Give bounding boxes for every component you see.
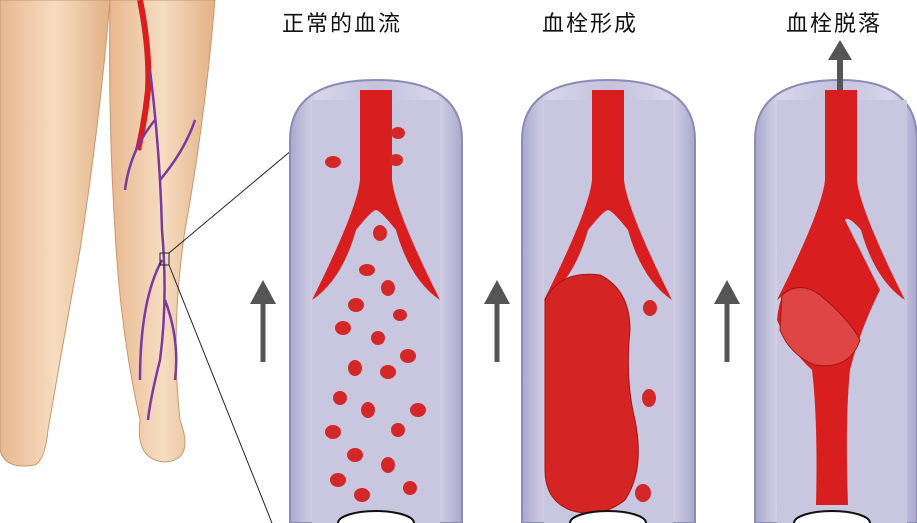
thrombus	[544, 273, 639, 514]
zoom-line-top	[168, 149, 293, 254]
up-arrow-icon	[714, 280, 740, 362]
detaching-thrombus	[779, 287, 861, 367]
red-blood-cells	[325, 127, 426, 502]
panel-thrombus-formation-vessel	[521, 78, 696, 523]
legs	[0, 0, 293, 523]
panel-thrombus-detachment-vessel	[754, 40, 917, 523]
artery	[135, 0, 152, 151]
panel-normal-vessel	[289, 78, 463, 523]
label-normal-blood-flow: 正常的血流	[282, 12, 403, 37]
valve	[544, 90, 672, 300]
label-thrombus-detachment: 血栓脱落	[786, 12, 883, 37]
vein	[123, 69, 197, 421]
valve-and-embolus-flow	[777, 90, 905, 505]
up-arrow-icon	[250, 280, 276, 362]
up-arrow-icon	[484, 280, 510, 362]
left-leg	[0, 0, 111, 467]
zoom-line-bottom	[168, 264, 273, 523]
label-thrombus-formation: 血栓形成	[542, 12, 639, 37]
zoom-region-marker	[159, 252, 170, 266]
valve	[312, 90, 440, 300]
up-arrow-icon	[828, 40, 852, 60]
blood-flow-arrows	[250, 280, 740, 362]
